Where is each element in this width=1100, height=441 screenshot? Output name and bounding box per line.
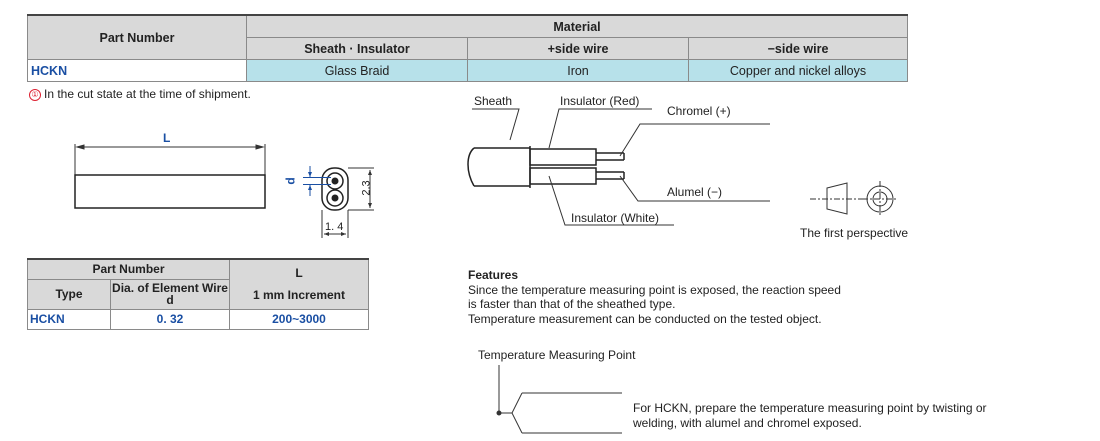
info-circle-icon: ①: [29, 89, 41, 101]
insulator-white-label: Insulator (White): [571, 211, 660, 225]
type-header: Type: [27, 278, 111, 310]
measuring-point-note-line-2: welding, with alumel and chromel exposed…: [633, 415, 862, 430]
leader-lines: [472, 108, 770, 226]
type-cell: HCKN: [27, 308, 111, 330]
alumel-label: Alumel (−): [667, 185, 723, 199]
sheath-material-cell: Glass Braid: [246, 59, 468, 82]
first-perspective-label: The first perspective: [800, 226, 909, 240]
table-row: HCKN 0. 32 200~3000: [27, 308, 369, 330]
minus-wire-material-cell: Copper and nickel alloys: [688, 59, 908, 82]
sheath-label: Sheath: [474, 94, 513, 108]
insulator-red-label: Insulator (Red): [560, 94, 640, 108]
features-line-3: Temperature measurement can be conducted…: [468, 311, 822, 326]
shipment-note-text: In the cut state at the time of shipment…: [44, 87, 251, 101]
length-label: L: [163, 131, 171, 145]
length-increment-label: 1 mm Increment: [252, 288, 346, 303]
length-column-header: L 1 mm Increment: [229, 258, 369, 310]
features-line-1: Since the temperature measuring point is…: [468, 282, 841, 297]
part-number-cell: HCKN: [27, 59, 247, 82]
length-range-cell: 200~3000: [229, 308, 369, 330]
features-section: Features Since the temperature measuring…: [468, 268, 841, 326]
measuring-point-label: Temperature Measuring Point: [478, 348, 636, 362]
diameter-cell: 0. 32: [110, 308, 230, 330]
chromel-label: Chromel (+): [667, 104, 731, 118]
measuring-point-diagram: [496, 365, 622, 434]
wire-body: [74, 174, 266, 209]
wire-diameter-symbol: d: [166, 293, 174, 307]
part-number-header: Part Number: [27, 258, 230, 280]
material-header: Material: [246, 14, 908, 38]
thermocouple-diagram: [467, 146, 625, 188]
wire-diameter-title: Dia. of Element Wire: [112, 281, 228, 295]
features-line-2: is faster than that of the sheathed type…: [468, 297, 676, 311]
plus-side-wire-header: +side wire: [467, 37, 689, 60]
part-number-table: Part Number L 1 mm Increment Type Dia. o…: [27, 258, 369, 330]
sheath-insulator-header: Sheath · Insulator: [246, 37, 468, 60]
material-table: Part Number Material Sheath · Insulator …: [27, 14, 908, 82]
length-header-letter: L: [295, 266, 303, 281]
diameter-label: d: [283, 177, 298, 185]
length-dimension: [74, 144, 266, 175]
height-dimension-label: 2.3: [360, 180, 373, 196]
part-number-header: Part Number: [27, 14, 247, 60]
measuring-point-note: For HCKN, prepare the temperature measur…: [633, 401, 987, 430]
features-title: Features: [468, 268, 519, 282]
cross-section: [303, 166, 374, 238]
table-row: HCKN Glass Braid Iron Copper and nickel …: [27, 59, 908, 82]
first-perspective-symbol: [810, 181, 898, 217]
wire-diameter-header: Dia. of Element Wire d: [110, 278, 230, 310]
plus-wire-material-cell: Iron: [467, 59, 689, 82]
measuring-point-note-line-1: For HCKN, prepare the temperature measur…: [633, 401, 987, 415]
width-dimension-label: 1. 4: [325, 221, 344, 233]
